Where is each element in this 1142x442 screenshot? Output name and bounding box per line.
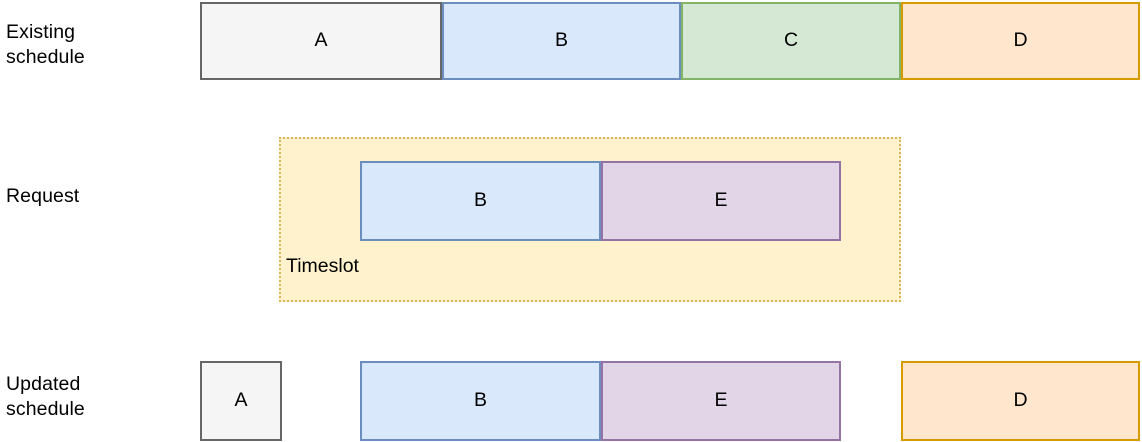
existing-block-a: A [200,2,442,80]
row-label-updated-schedule: Updated schedule [6,373,85,420]
row-label-existing-schedule: Existing schedule [6,21,85,68]
updated-block-a-label: A [234,389,248,412]
existing-block-a-label: A [314,29,328,52]
row-label-request: Request [6,185,80,207]
timeslot-label: Timeslot [286,255,359,277]
updated-block-e: E [601,361,841,441]
existing-block-b: B [442,2,681,80]
request-block-b-label: B [473,189,487,212]
updated-block-d-label: D [1013,389,1028,412]
request-block-e-label: E [714,189,728,212]
existing-block-b-label: B [554,29,568,52]
existing-block-c-label: C [783,29,799,52]
updated-block-a: A [200,361,282,441]
existing-block-d-label: D [1013,29,1028,52]
updated-block-b-label: B [473,389,487,412]
request-block-e: E [601,161,841,241]
existing-block-c: C [681,2,901,80]
updated-block-e-label: E [714,389,728,412]
updated-block-d: D [901,361,1140,441]
updated-block-b: B [360,361,601,441]
request-block-b: B [360,161,601,241]
existing-block-d: D [901,2,1140,80]
